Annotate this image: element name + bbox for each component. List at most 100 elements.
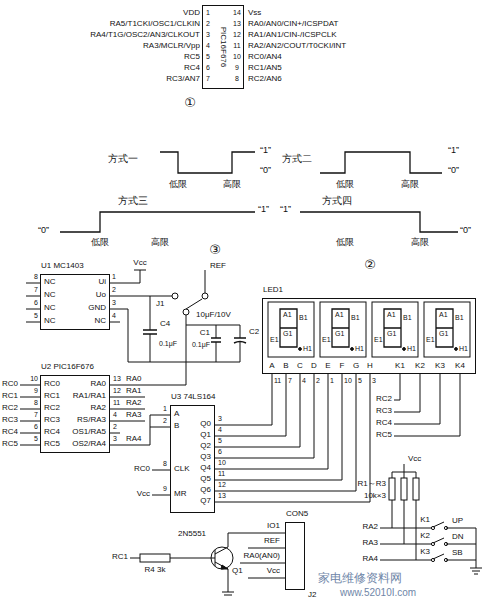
segment-label: H1 (459, 345, 468, 352)
pin-label: RA3/MCLR/Vpp (143, 42, 200, 50)
signal-label: 6 (34, 299, 38, 306)
signal-label: R1～R3 (358, 480, 386, 488)
signal-label: R4 3k (145, 566, 166, 574)
signal-label: 6 (218, 448, 222, 455)
wire (20, 433, 40, 434)
pin-label: RC1/AN5 (248, 64, 282, 72)
wire (392, 500, 416, 560)
signal-label: DN (452, 533, 464, 541)
signal-label: 11 (218, 470, 225, 477)
pin-label: RA5/T1CKI/OSC1/CLKIN (110, 20, 200, 28)
transistor-symbol (211, 547, 233, 569)
signal-label: RC0 (2, 380, 18, 388)
resistor-symbol (140, 554, 170, 562)
waveform-label: “0” (38, 226, 49, 235)
segment-label: A1 (387, 311, 396, 318)
signal-label: RA0 (90, 380, 106, 388)
segment-label: E1 (270, 336, 279, 343)
transistor-symbol (221, 565, 228, 569)
signal-label: RC2 (2, 404, 18, 412)
segment-label: H1 (303, 345, 312, 352)
segment-label: A1 (335, 311, 344, 318)
segment-label: B1 (455, 314, 464, 321)
signal-label: Q3 (200, 453, 211, 461)
led-digit (424, 302, 470, 357)
signal-label: REF (264, 537, 280, 545)
waveform-label: 低限 (169, 180, 187, 189)
resistor-symbol (389, 478, 395, 500)
wire (110, 296, 172, 362)
signal-label: SB (452, 549, 463, 557)
signal-label: J1 (156, 300, 164, 308)
signal-label: RC1 (2, 392, 18, 400)
waveform-label: 方式三 (118, 196, 148, 206)
pin-label: 7 (206, 75, 210, 82)
signal-label: K2 (420, 532, 430, 540)
led-digit (372, 302, 418, 357)
signal-label: 1 (330, 377, 334, 384)
led-digit (403, 348, 406, 351)
signal-label: RA1/RA1 (73, 392, 106, 400)
callout-number: ① (184, 96, 196, 109)
wire-connector (215, 374, 272, 425)
signal-label: Q6 (200, 486, 211, 494)
signal-label: RC2 (376, 395, 392, 403)
signal-label: H (367, 362, 373, 370)
pin-label: RC5 (184, 53, 200, 61)
signal-label: NC (44, 291, 56, 299)
segment-label: E1 (374, 336, 383, 343)
signal-label: RC1 (112, 553, 128, 561)
waveform-label: 高限 (223, 180, 241, 189)
pin-label: RA0/AN0/CIN+/ICSPDAT (248, 20, 338, 28)
signal-label: RC5 (2, 440, 18, 448)
signal-label: 0.1μF (159, 340, 177, 347)
waveform-label: 低限 (336, 180, 354, 189)
wire (20, 385, 40, 386)
segment-label: G1 (387, 330, 396, 337)
signal-label: 5 (218, 437, 222, 444)
signal-label: MR (174, 490, 186, 498)
signal-label: 13 (218, 492, 226, 499)
led-digit (384, 309, 401, 347)
pin-label: VDD (183, 9, 200, 17)
led-digit (332, 309, 349, 347)
signal-label: 2 (163, 417, 167, 424)
part-heading: U2 PIC16F676 (41, 363, 94, 371)
pin-label: 6 (206, 64, 210, 71)
signal-label: C (297, 362, 303, 370)
waveform-label: 低限 (336, 238, 354, 247)
signal-label: 7 (34, 286, 38, 293)
signal-label: 5 (34, 312, 38, 319)
waveform-label: “1” (448, 146, 459, 155)
jumper-j1 (183, 309, 189, 315)
switch-symbol (433, 522, 444, 527)
wire (20, 302, 470, 502)
pin-label: 8 (235, 75, 239, 82)
signal-label: RC4 (44, 428, 60, 436)
pin-label: 1 (206, 9, 210, 16)
signal-label: K2 (415, 362, 425, 370)
signal-label: RC1 (44, 392, 60, 400)
pin-label: RC3/AN7 (166, 75, 200, 83)
pin-label: 4 (206, 42, 210, 49)
signal-label: G (353, 362, 359, 370)
signal-label: J2 (308, 591, 316, 599)
segment-label: A1 (283, 311, 292, 318)
signal-label: 2 (113, 423, 117, 430)
segment-label: E1 (426, 336, 435, 343)
signal-label: RA2 (362, 523, 378, 531)
signal-label: 1 (112, 273, 116, 280)
signal-label: 1 (163, 405, 167, 412)
led-digit (320, 302, 366, 357)
pin-label: 14 (233, 9, 241, 16)
signal-label: RC4 (376, 419, 392, 427)
signal-label: NC (94, 317, 106, 325)
signal-label: Q5 (200, 475, 211, 483)
signal-label: 4 (113, 411, 117, 418)
signal-label: Q1 (200, 431, 211, 439)
signal-label: RA4 (126, 435, 142, 443)
signal-label: 5 (358, 377, 362, 384)
waveform-label: 低限 (91, 238, 109, 247)
waveform-label: 方式一 (108, 154, 138, 164)
